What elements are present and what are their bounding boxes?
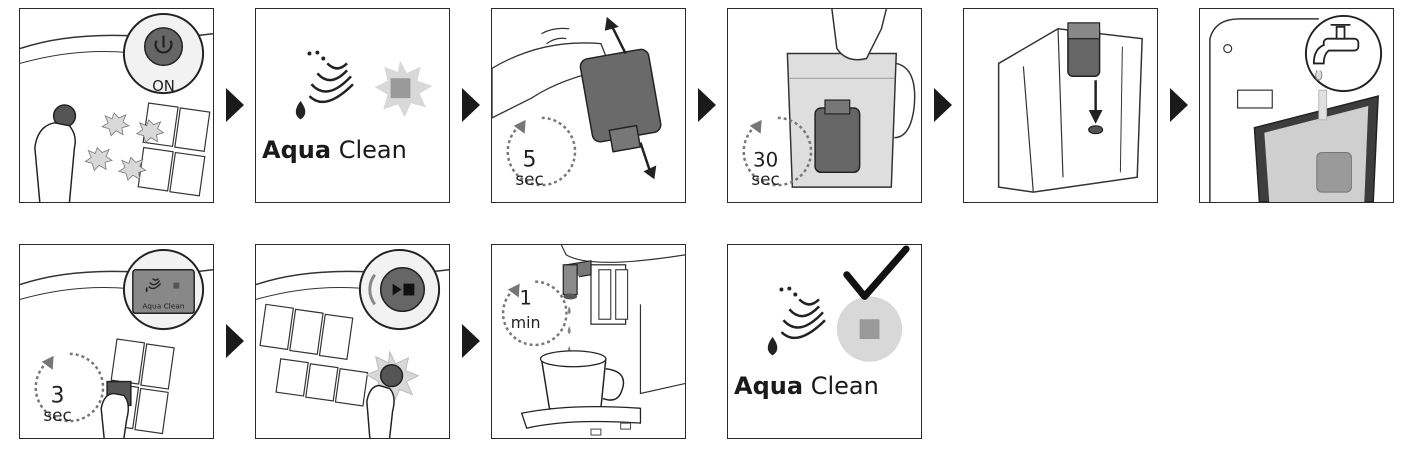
- aquaclean-label: Aqua Clean: [262, 136, 407, 164]
- control-grid: [259, 303, 369, 407]
- step-arrow-4: [934, 88, 952, 122]
- step-arrow-3: [698, 88, 716, 122]
- step-7-illustration: Aqua Clean 3 sec: [20, 248, 213, 438]
- timer-value: 1: [519, 286, 532, 309]
- step-1-illustration: ON: [20, 12, 213, 202]
- timer-arrow-icon: [749, 119, 762, 134]
- timer-value: 5: [523, 147, 537, 172]
- aquaclean-display-button: [132, 269, 195, 315]
- timer-arrow-icon: [513, 119, 526, 134]
- step-6-fill-tank-panel: [1199, 8, 1394, 203]
- step-arrow-1: [226, 88, 244, 122]
- on-label: ON: [152, 78, 175, 95]
- shake-arrow-down-icon: [643, 165, 657, 180]
- step-arrow-6: [226, 324, 244, 358]
- timer-unit: sec: [751, 169, 779, 189]
- step-4-soak-filter-panel: 30 sec: [727, 8, 922, 203]
- step-2-aquaclean-prompt-panel: Aqua Clean: [255, 8, 450, 203]
- water-spout: [562, 264, 578, 296]
- step-3-illustration: 5 sec: [492, 16, 662, 189]
- checkmark-icon: [843, 245, 910, 300]
- timer-arrow-icon: [507, 283, 520, 298]
- step-arrow-2: [462, 88, 480, 122]
- timer-value: 30: [753, 148, 778, 171]
- timer-circle: [501, 280, 568, 347]
- water-tank: [997, 28, 1143, 193]
- step-6-illustration: [1209, 14, 1383, 202]
- aquaclean-filter-icon: [295, 50, 354, 120]
- hand-icon: [831, 9, 888, 61]
- step-3-shake-filter-panel: 5 sec: [491, 8, 686, 203]
- step-arrow-5: [1170, 88, 1188, 122]
- step-10-illustration: [767, 245, 910, 362]
- step-2-illustration: [295, 50, 433, 120]
- finger-icon: [100, 392, 130, 438]
- shake-arrow-up-icon: [604, 16, 619, 31]
- timer-unit: sec: [43, 405, 71, 425]
- zoom-callout: [1304, 14, 1383, 93]
- step-9-illustration: 1 min: [501, 245, 685, 436]
- play-stop-icon: [379, 267, 425, 313]
- water-stream: [1318, 89, 1328, 121]
- aquaclean-filter-icon: [767, 286, 826, 356]
- aquaclean-filter-cartridge: [814, 107, 861, 174]
- step-8-illustration: [256, 248, 449, 438]
- step-5-illustration: [997, 22, 1143, 193]
- blinking-lights: [84, 112, 165, 181]
- timer-arrow-icon: [41, 355, 54, 370]
- step-5-insert-filter-panel: [963, 8, 1158, 203]
- aquaclean-label: Aqua Clean: [734, 372, 879, 400]
- step-4-illustration: 30 sec: [742, 9, 916, 189]
- step-7-hold-button-panel: Aqua Clean 3 sec: [19, 244, 214, 439]
- insert-arrow-icon: [1088, 109, 1103, 124]
- water-tap-icon: [1312, 23, 1360, 65]
- step-9-dispense-panel: 1 min: [491, 244, 686, 439]
- step-1-power-on-panel: ON: [19, 8, 214, 203]
- timer-unit: sec: [515, 169, 543, 189]
- start-stop-button: [379, 364, 404, 388]
- water-drop: [567, 326, 571, 335]
- finger-icon: [34, 122, 76, 202]
- step-8-start-panel: [255, 244, 450, 439]
- control-grid: [137, 102, 211, 197]
- display-label: Aqua Clean: [142, 301, 185, 310]
- step-10-complete-panel: Aqua Clean: [727, 244, 922, 439]
- water-drop: [567, 306, 571, 315]
- saucer: [520, 406, 642, 429]
- step-arrow-7: [462, 324, 480, 358]
- timer-value: 3: [51, 383, 65, 408]
- finger-icon: [366, 384, 395, 438]
- timer-unit: min: [511, 313, 541, 332]
